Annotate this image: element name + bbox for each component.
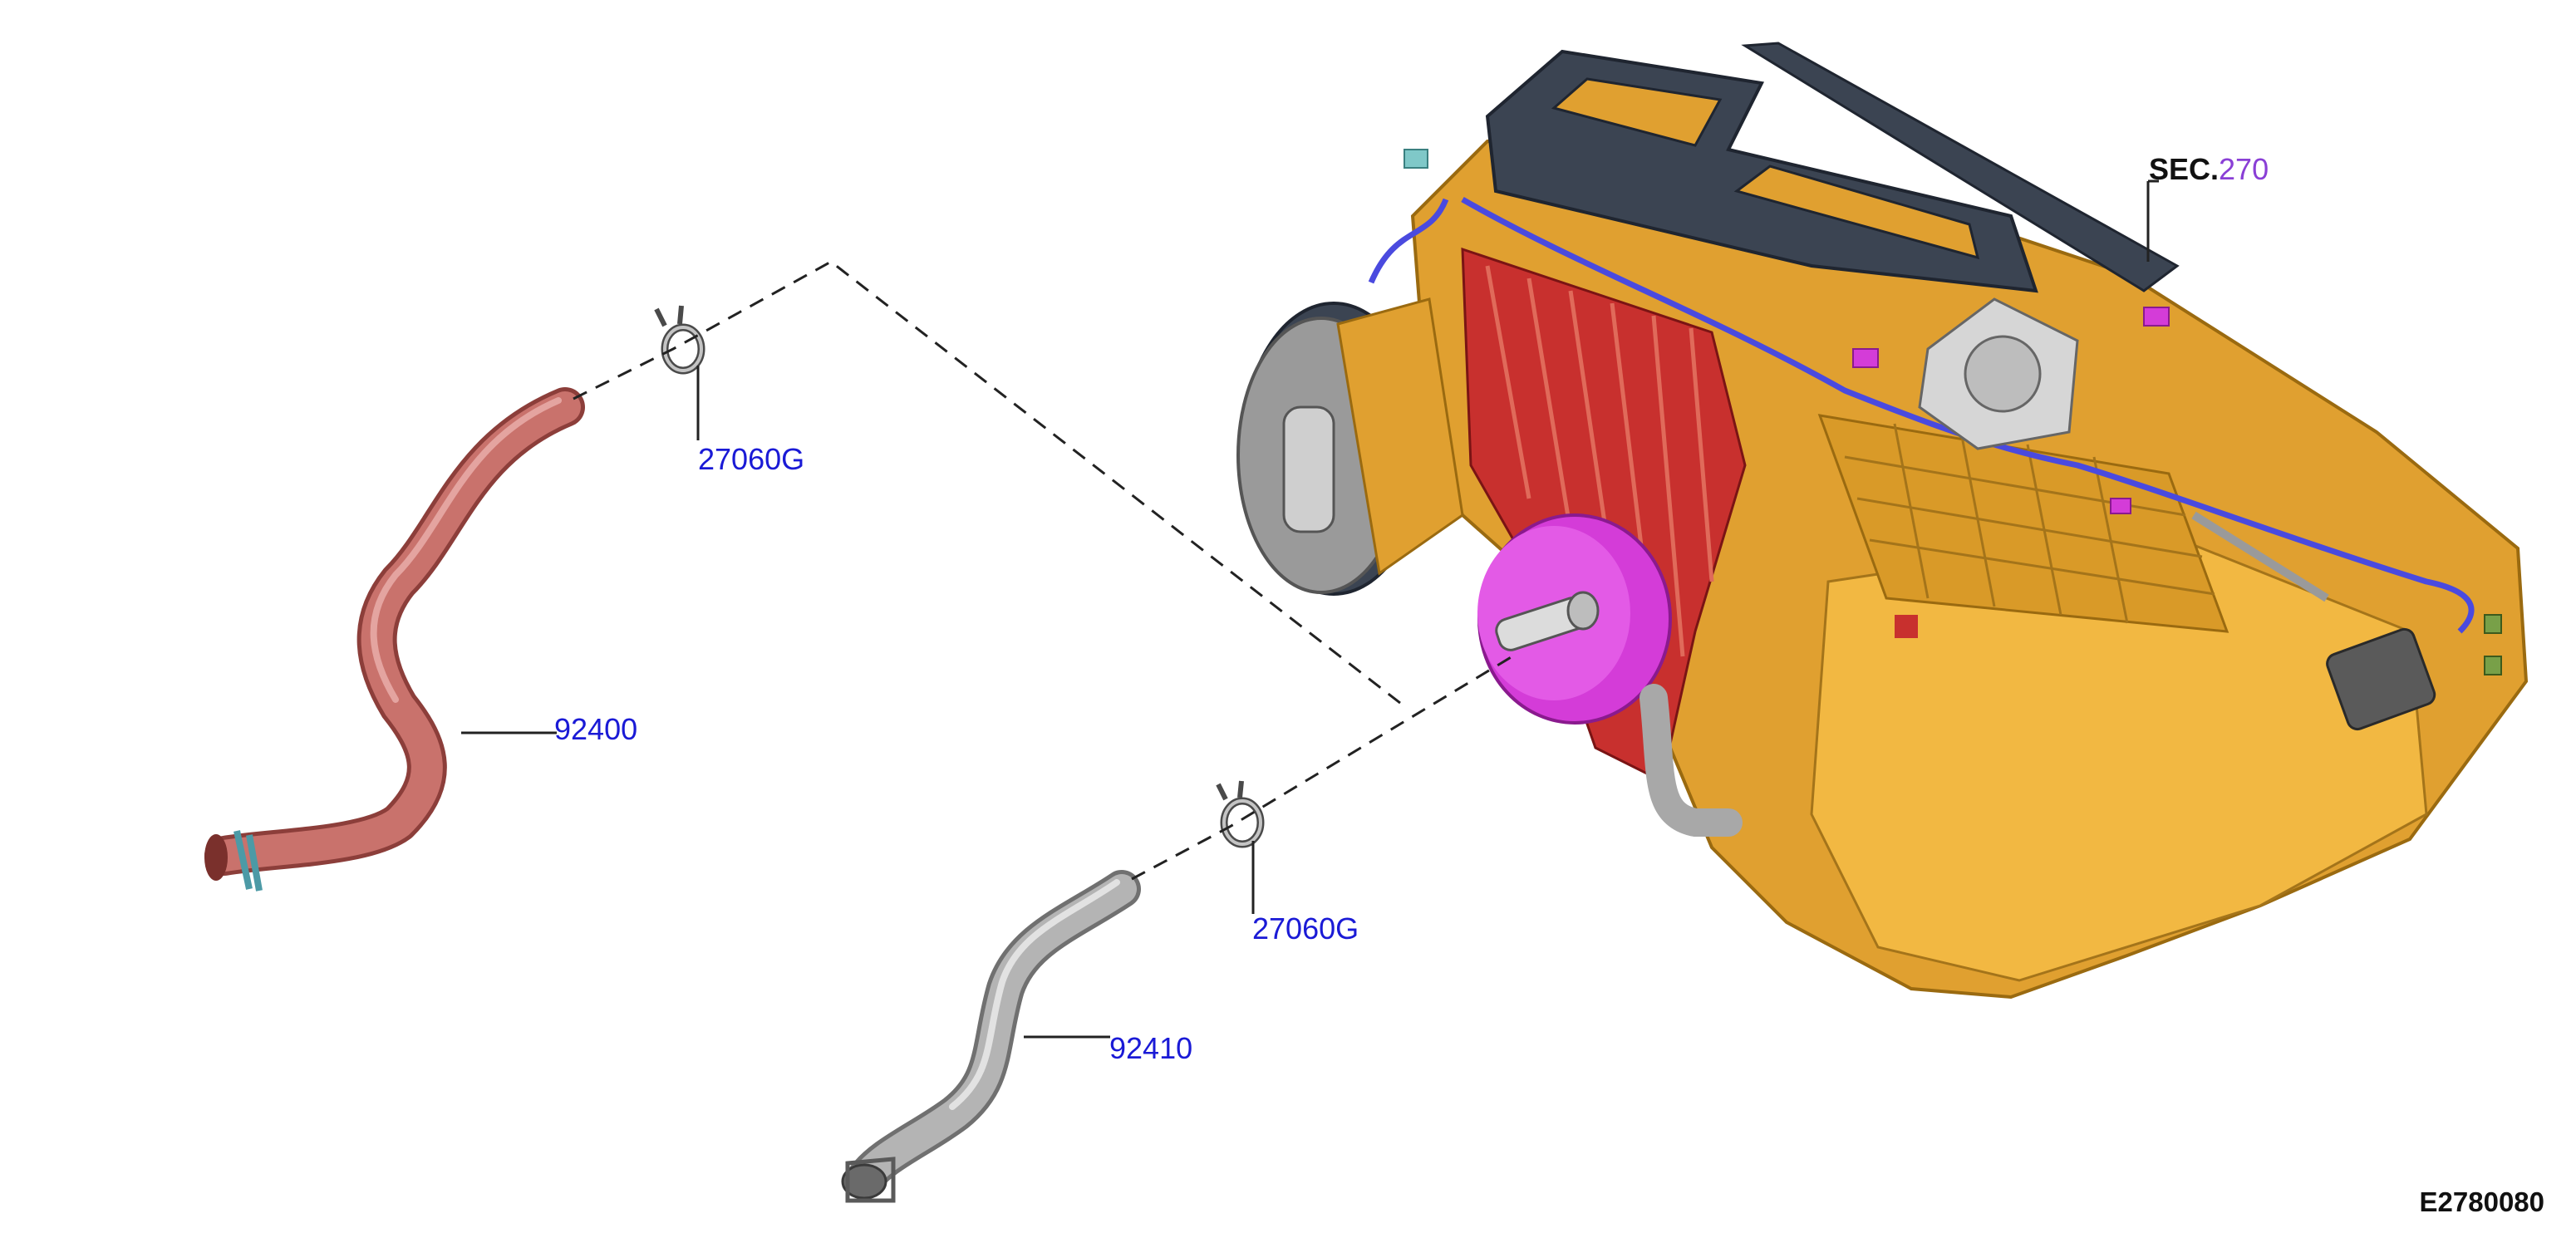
door-actuator <box>2191 511 2436 731</box>
hose-clamp-icon <box>1216 780 1265 848</box>
connectors <box>1404 149 2170 514</box>
part-label-clip-upper: 27060G <box>698 442 805 476</box>
red-knob <box>1895 615 1918 638</box>
part-label-hose-lower: 92410 <box>1109 1031 1193 1065</box>
section-reference: SEC.270 <box>2149 155 2269 184</box>
heater-unit-lower-housing <box>1810 530 2428 982</box>
heater-unit-assembly <box>1236 42 2529 1000</box>
heater-core-gasket-inner <box>1551 77 1980 260</box>
section-number: 270 <box>2219 152 2269 186</box>
assembly-guide-lines <box>573 260 1513 881</box>
hose-upper <box>204 387 585 892</box>
wiring-harness <box>1368 196 2475 634</box>
part-label-hose-upper: 92400 <box>554 712 638 746</box>
green-mount-tabs <box>2484 614 2502 675</box>
motor-cover <box>1477 513 1672 725</box>
intake-drum <box>1236 297 1464 596</box>
hose-clamp-icon <box>654 305 705 375</box>
top-duct-strip <box>1741 42 2180 292</box>
leader-lines <box>461 179 2159 1039</box>
heater-outlet-pipe <box>1639 684 1743 837</box>
figure-id: E2780080 <box>2419 1186 2544 1217</box>
part-label-clip-lower: 27060G <box>1252 911 1359 946</box>
hose-lower <box>841 870 1141 1203</box>
blower-mechanism <box>1918 297 2079 450</box>
section-prefix: SEC. <box>2149 152 2220 186</box>
